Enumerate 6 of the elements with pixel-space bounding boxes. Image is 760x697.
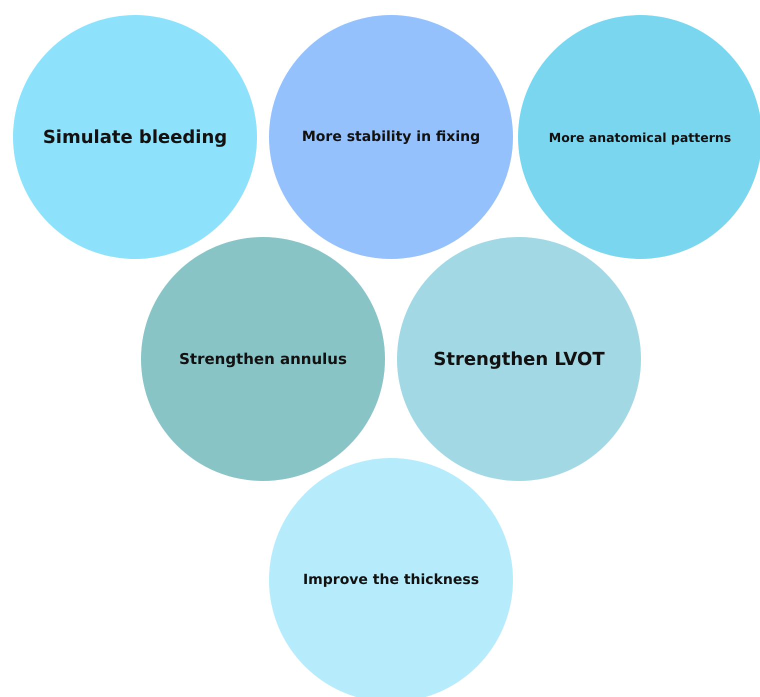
circle-label: Strengthen LVOT bbox=[432, 348, 606, 370]
circle-label: Simulate bleeding bbox=[42, 126, 228, 148]
circle-label: Improve the thickness bbox=[302, 572, 480, 588]
circle-label: More anatomical patterns bbox=[548, 130, 732, 144]
circle-label: More stability in fixing bbox=[300, 129, 482, 145]
circle-label: Strengthen annulus bbox=[178, 350, 348, 368]
